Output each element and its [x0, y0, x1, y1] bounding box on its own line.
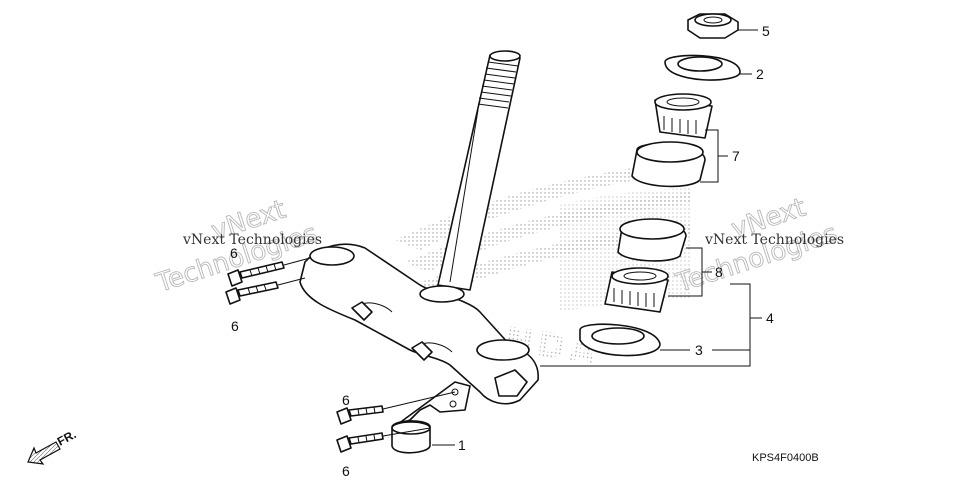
callout-6-lower-b: 6 — [342, 463, 350, 479]
watermark-left-small: vNext Technologies — [182, 232, 322, 248]
bolt-lower-1 — [336, 405, 384, 425]
callout-6-upper-a: 6 — [230, 245, 238, 261]
part-3-dust-seal — [579, 323, 690, 357]
watermark-right: vNext Technologies vNext Technologies — [671, 192, 844, 299]
steering-stem-bracket — [299, 243, 539, 405]
callout-8: 8 — [715, 264, 723, 280]
callout-6-upper-b: 6 — [231, 318, 239, 334]
diagram-code: KPS4F0400B — [752, 452, 819, 464]
callout-7: 7 — [732, 148, 740, 164]
part-2-dust-seal — [664, 54, 752, 81]
part-8-lower-bearing — [604, 218, 712, 313]
callout-1: 1 — [458, 437, 466, 453]
part-1-clamp — [391, 381, 471, 454]
bolt-lower-2 — [336, 432, 384, 453]
front-arrow-icon — [27, 441, 61, 465]
part-6-bolts — [225, 257, 456, 453]
front-direction-indicator: FR. — [27, 427, 78, 465]
bolt-upper-2 — [225, 281, 279, 305]
watermark-right-small: vNext Technologies — [704, 232, 844, 248]
part-5-lock-nut — [687, 13, 758, 39]
callout-4: 4 — [766, 310, 774, 326]
callout-5: 5 — [762, 23, 770, 39]
bolt-upper-1 — [227, 261, 285, 287]
callout-labels: 5 2 7 8 4 3 1 6 6 6 6 — [230, 23, 774, 479]
part-7-upper-bearing — [631, 93, 728, 188]
callout-3: 3 — [695, 342, 703, 358]
part-4-assembly-lines — [540, 283, 762, 367]
callout-2: 2 — [756, 66, 764, 82]
steering-stem-shaft — [437, 50, 521, 291]
callout-6-lower-a: 6 — [342, 392, 350, 408]
